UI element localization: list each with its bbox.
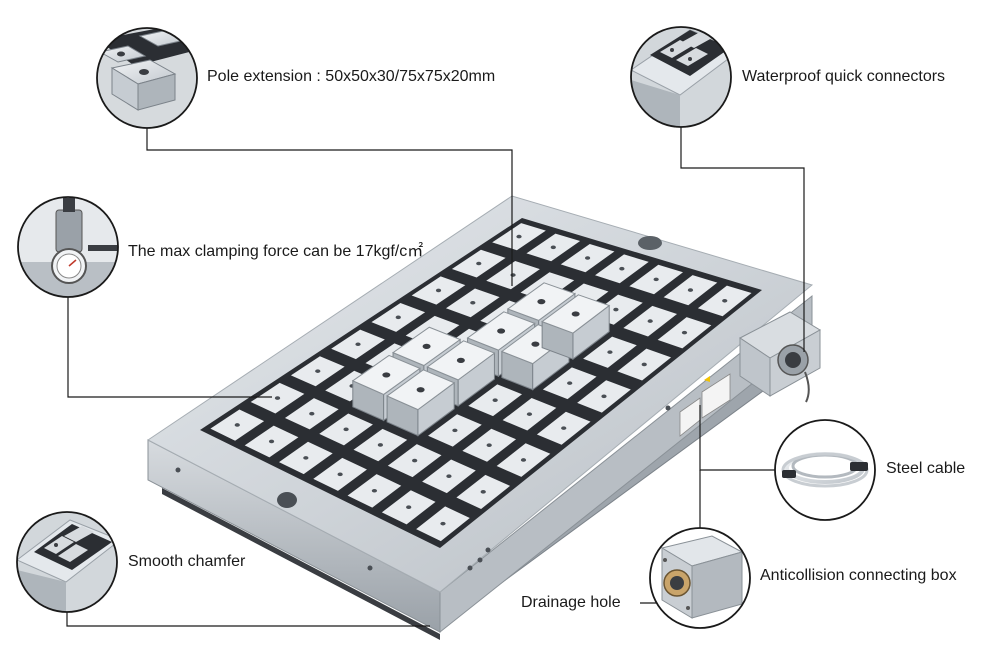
pole-extension-detail [96, 27, 198, 129]
pole-hole [722, 298, 728, 303]
anticollision-box-detail [649, 527, 751, 629]
side-hole [277, 492, 297, 508]
steel-cable-detail [774, 419, 876, 521]
pole-hole [406, 505, 412, 510]
pole-hole [446, 474, 452, 478]
clamping-force-label: The max clamping force can be 17kgf/c㎡ [128, 243, 424, 260]
pole-hole [687, 288, 694, 292]
pole-hole [315, 369, 321, 373]
steel-cable-label: Steel cable [886, 460, 966, 477]
pole-hole [303, 456, 309, 460]
pole-block-hole [571, 311, 580, 317]
pole-hole [526, 412, 533, 416]
pole-block-hole [422, 343, 431, 349]
anticollision-box-label: Anticollision connecting box [760, 567, 957, 584]
chamfer-detail [16, 511, 118, 613]
pole-hole [619, 266, 625, 271]
pole-hole [355, 342, 361, 347]
pole-block-hole [456, 357, 465, 363]
pole-hole [653, 277, 659, 282]
pole-hole [550, 245, 556, 250]
pole-block-hole [416, 387, 425, 393]
pole-hole [567, 381, 573, 385]
clamping-force-detail [17, 196, 119, 298]
pole-hole [613, 307, 619, 312]
pole-hole [377, 443, 383, 447]
pole-hole [274, 396, 281, 400]
pole-grid [210, 223, 752, 542]
pole-hole [584, 256, 591, 260]
pole-hole [452, 428, 458, 433]
pole-hole [343, 427, 349, 432]
pole-hole [486, 443, 492, 447]
pole-hole [480, 490, 486, 494]
pole-hole [510, 273, 516, 277]
pole-hole [268, 439, 275, 444]
pole-hole [412, 458, 418, 463]
pole-hole [607, 350, 613, 354]
pole-extension-label: Pole extension : 50x50x30/75x75x20mm [207, 68, 496, 85]
pole-hole [647, 319, 653, 323]
pole-hole [492, 398, 498, 402]
waterproof-connectors-label: Waterproof quick connectors [742, 68, 946, 85]
mounting-hole [638, 236, 662, 250]
pole-hole [476, 261, 482, 266]
drainage-hole-label: Drainage hole [521, 594, 621, 611]
pole-hole [440, 521, 446, 526]
pole-hole [641, 362, 647, 367]
pole-hole [681, 330, 688, 335]
pole-hole [234, 423, 240, 427]
pole-hole [435, 288, 442, 293]
magnetic-chuck [147, 195, 821, 640]
pole-hole [601, 394, 607, 399]
pole-hole [395, 315, 401, 320]
pole-block-hole [382, 372, 391, 378]
connecting-box [739, 311, 821, 403]
pole-hole [337, 472, 343, 477]
pole-block-hole [531, 341, 540, 347]
leader-lines [66, 127, 805, 627]
waterproof-connector-detail [630, 26, 732, 128]
pole-hole [371, 488, 378, 493]
pole-block-hole [537, 299, 546, 305]
pole-hole [520, 458, 527, 462]
pole-hole [470, 300, 476, 305]
smooth-chamfer-label: Smooth chamfer [128, 553, 246, 570]
pole-hole [516, 234, 522, 239]
pole-hole [309, 411, 315, 416]
pole-hole [561, 426, 567, 430]
pole-block-hole [497, 328, 506, 334]
